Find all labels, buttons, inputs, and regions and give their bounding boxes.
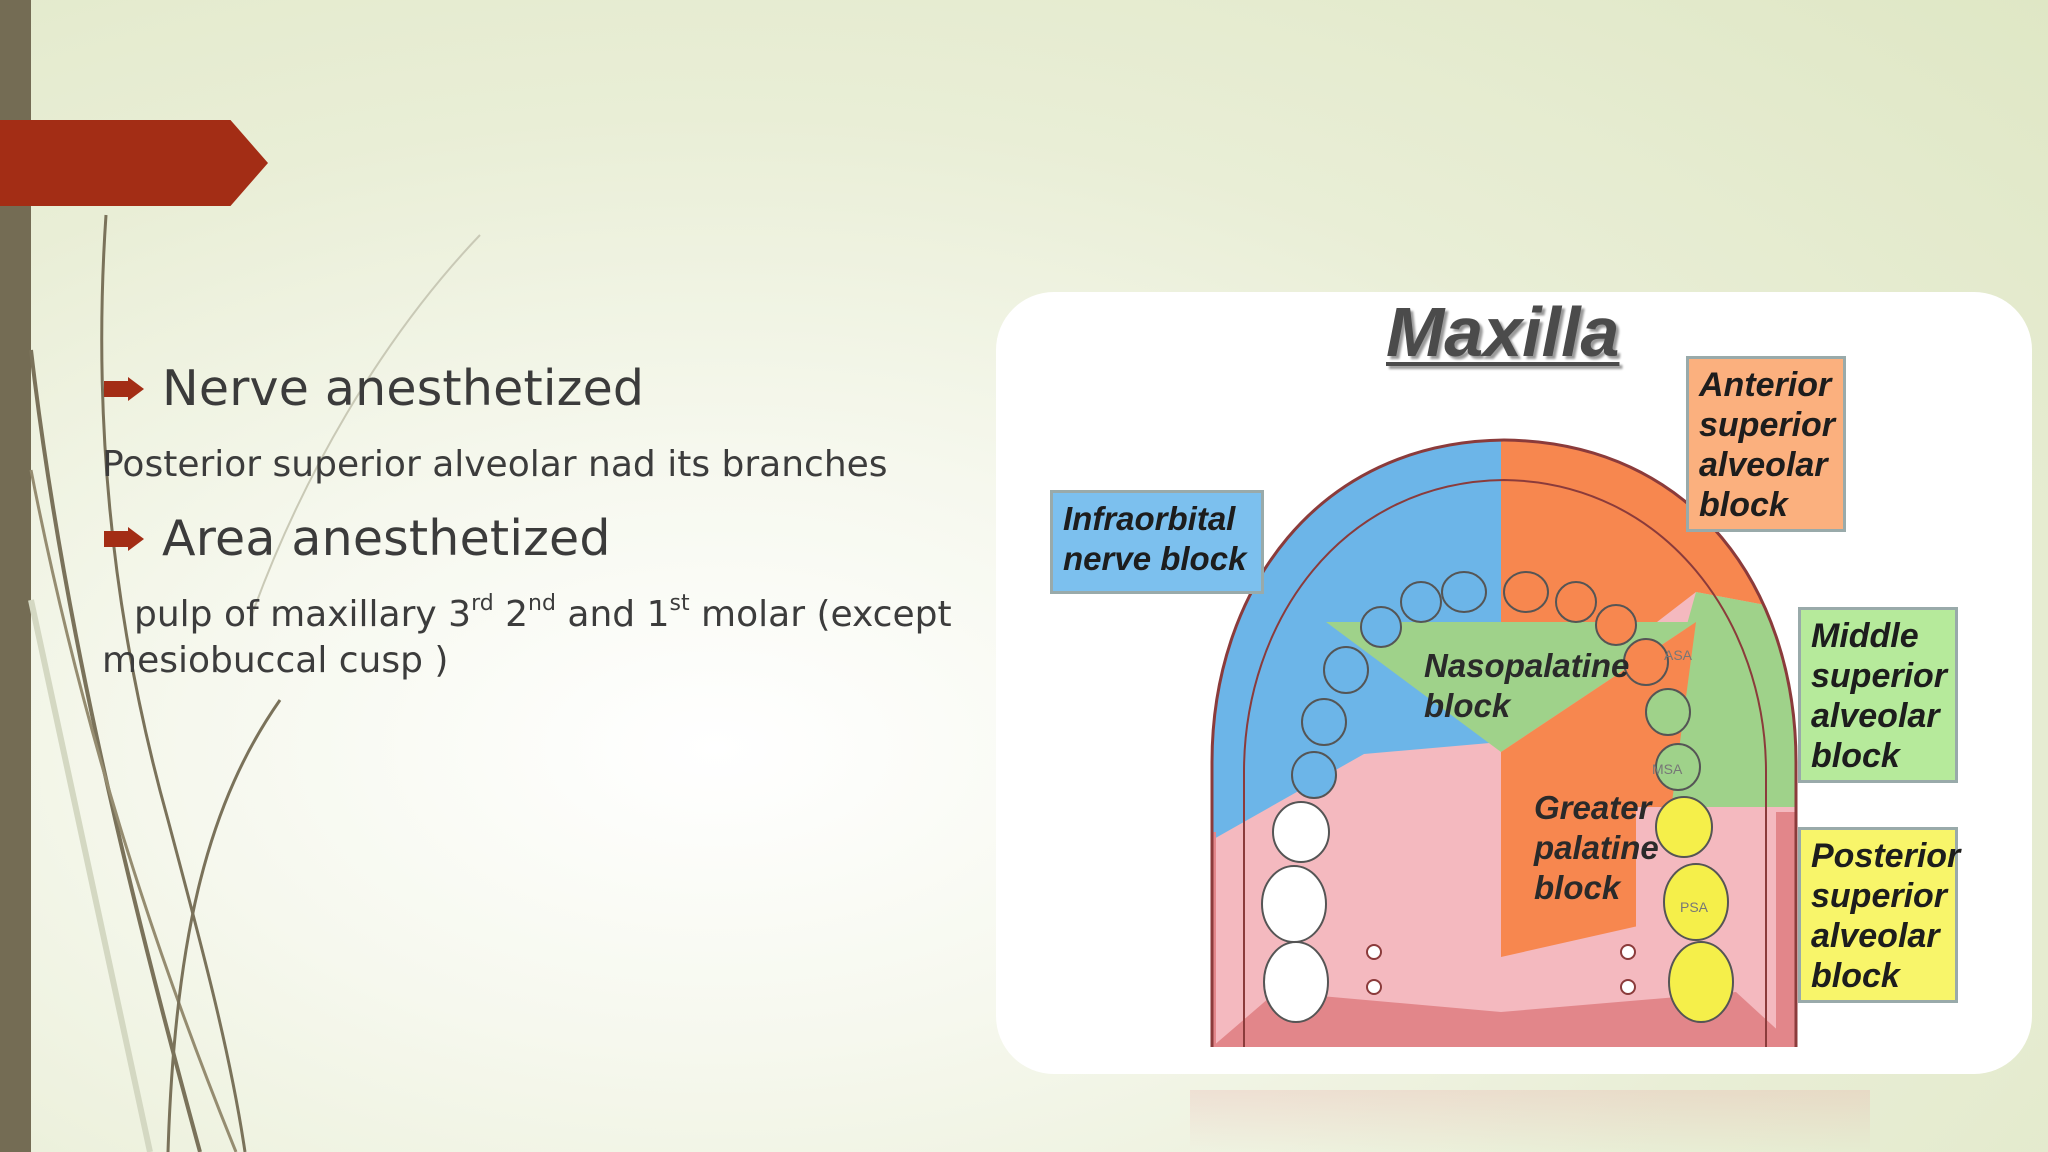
figure-reflection [1190,1090,1870,1152]
teeth [1261,571,1734,1023]
figure-title: Maxilla [1386,293,1620,371]
maxilla-diagram: ASA MSA PSA [1210,438,1798,1047]
nasopalatine-label-line: block [1424,687,1511,724]
anterior-label-line: superior [1699,406,1836,444]
tooth-molar-right [1655,796,1713,858]
nerve-heading: Nerve anesthetized [162,360,645,417]
nasopalatine-region [1326,622,1696,752]
arch-outline [1210,438,1798,1047]
middle-label-line: alveolar [1811,697,1940,735]
tooth-molar-left [1261,865,1327,943]
greater-palatine-label-line: palatine [1534,829,1659,866]
gum-right [1776,812,1796,1047]
middle-label-line: Middle [1811,617,1919,655]
area-text-part: pulp of maxillary 3 [134,594,472,635]
title-accent-tag [0,120,268,206]
foramina [1366,944,1636,995]
tooth-molar-left [1272,801,1330,863]
anterior-label-line: Anterior [1699,366,1832,404]
tooth-incisor-right [1503,571,1549,613]
posterior-label-line: superior [1811,877,1948,915]
posterior-label-line: alveolar [1811,917,1940,955]
tooth-incisor-right [1555,581,1597,623]
tooth-incisor-left [1400,581,1442,623]
greater-palatine-label: Greater palatine block [1534,788,1659,908]
tooth-canine-left [1323,646,1369,694]
area-text: pulp of maxillary 3rd 2nd and 1st molar … [102,592,982,684]
posterior-label-line: block [1811,957,1900,995]
greater-palatine-label-line: Greater [1534,789,1652,826]
infraorbital-label-line: nerve block [1063,540,1247,577]
bullet-nerve: Nerve anesthetized [104,360,644,417]
posterior-label-line: Posterior [1811,837,1961,875]
tooth-molar-left [1263,941,1329,1023]
msa-mark: MSA [1652,761,1683,777]
tooth-incisor-left [1441,571,1487,613]
nerve-text: Posterior superior alveolar nad its bran… [102,444,888,485]
arch-inner-outline [1243,478,1767,1047]
tooth-canine-right [1623,638,1669,686]
nasopalatine-label: Nasopalatine block [1424,646,1629,726]
anterior-label-line: block [1699,486,1788,524]
tooth-premolar-left [1301,698,1347,746]
area-heading: Area anesthetized [162,510,611,567]
greater-palatine-label-line: block [1534,869,1621,906]
superscript: nd [528,591,556,616]
nasopalatine-label-line: Nasopalatine [1424,647,1630,684]
tooth-premolar-right [1645,688,1691,736]
tooth-molar-right [1663,863,1729,941]
area-text-line2: mesiobuccal cusp ) [102,640,449,681]
tooth-molar-right [1668,941,1734,1023]
area-text-part: 2 [493,594,529,635]
superscript: st [669,591,690,616]
anterior-label: Anterior superior alveolar block [1686,356,1846,532]
bullet-area: Area anesthetized [104,510,611,567]
anterior-label-line: alveolar [1699,446,1828,484]
tooth-premolar-right [1655,743,1701,791]
middle-label: Middle superior alveolar block [1798,607,1958,783]
middle-label-line: block [1811,737,1900,775]
psa-mark: PSA [1680,899,1709,915]
middle-label-line: superior [1811,657,1948,695]
asa-mark: ASA [1664,647,1693,663]
tooth-premolar-left [1291,751,1337,799]
tooth-incisor-left [1360,606,1402,648]
tooth-incisor-right [1595,604,1637,646]
arrow-bullet-icon [104,526,144,551]
superscript: rd [471,591,494,616]
gum-bottom [1212,992,1796,1047]
arrow-bullet-icon [104,376,144,401]
maxilla-figure: Maxilla [996,292,2032,1074]
posterior-label: Posterior superior alveolar block [1798,827,1961,1003]
infraorbital-label-line: Infraorbital [1063,500,1236,537]
area-text-part: molar (except [689,594,952,635]
area-text-part: and 1 [555,594,670,635]
gum-left [1212,832,1216,1047]
slide-content: Nerve anesthetized Posterior superior al… [0,0,1000,760]
infraorbital-label: Infraorbital nerve block [1050,490,1264,594]
